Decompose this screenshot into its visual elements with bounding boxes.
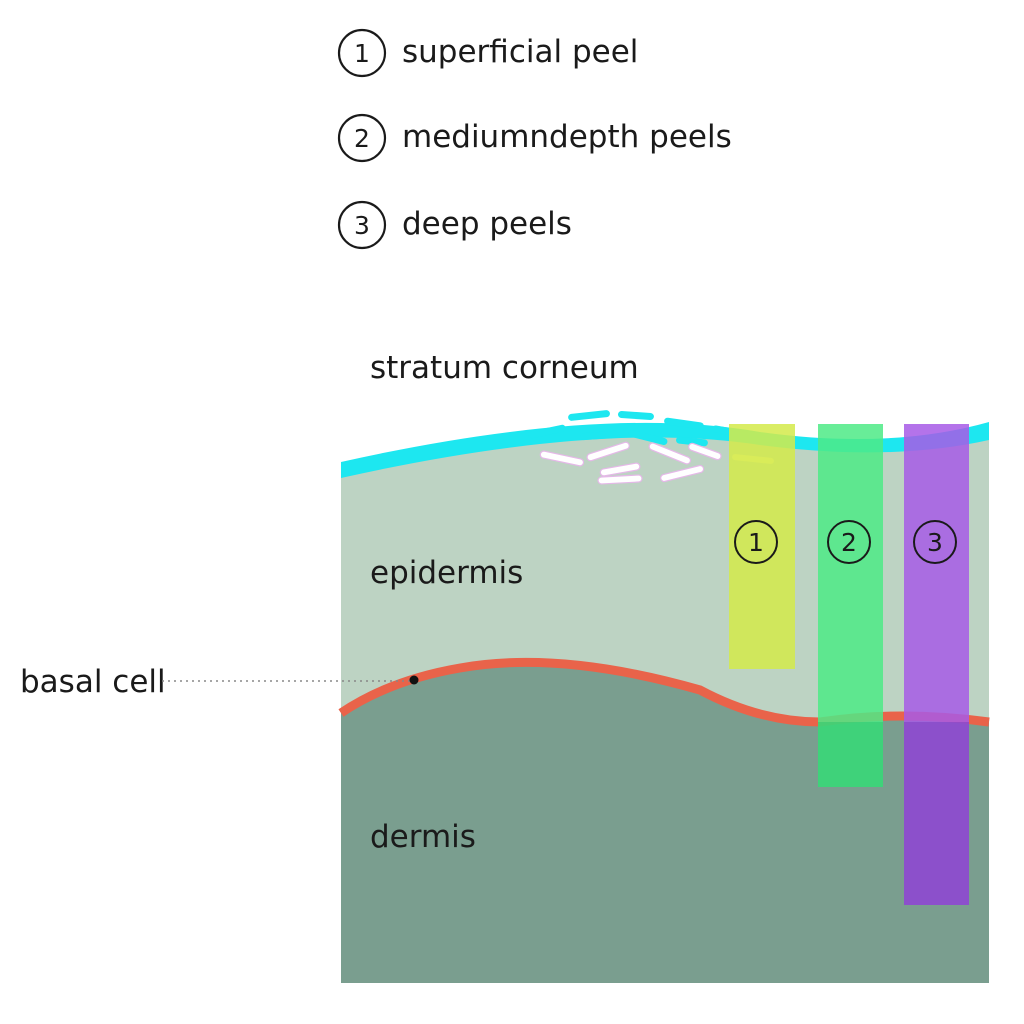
flake	[618, 410, 654, 421]
deep-peel-dermis-overlap	[904, 722, 969, 905]
legend-label: deep peels	[402, 206, 572, 242]
column-number: 3	[927, 528, 943, 557]
stratum-corneum-label: stratum corneum	[370, 350, 639, 386]
legend-number-circle	[337, 28, 387, 78]
column-number-circle	[734, 520, 778, 564]
legend-number: 3	[354, 211, 370, 240]
legend-item-1: 1 superficial peel	[337, 28, 638, 78]
column-number: 2	[841, 528, 857, 557]
medium-depth-peel-column	[818, 424, 883, 787]
legend-number: 1	[354, 39, 370, 68]
legend-item-3: 3 deep peels	[337, 200, 572, 250]
peel-depth-columns: 1 2 3	[729, 424, 969, 905]
legend-number-circle	[337, 113, 387, 163]
legend-number: 2	[354, 124, 370, 153]
flake	[664, 417, 704, 430]
skin-cross-section: 1 2 3 epidermis dermis	[338, 410, 990, 983]
flake	[628, 429, 668, 445]
basal-cell-dot	[409, 675, 419, 685]
column-number-circle	[827, 520, 871, 564]
legend-number-circle	[337, 200, 387, 250]
flake	[528, 424, 566, 439]
basal-cell-callout: basal cell	[20, 664, 419, 700]
flake	[580, 430, 618, 441]
flake	[688, 442, 722, 461]
legend-item-2: 2 mediumndepth peels	[337, 113, 732, 163]
superficial-peel-column	[729, 424, 795, 669]
dermis-label: dermis	[370, 819, 476, 855]
medium-peel-dermis-overlap	[818, 722, 883, 787]
basal-cell-label: basal cell	[20, 664, 166, 700]
legend-label: superficial peel	[402, 34, 638, 70]
epidermis-label: epidermis	[370, 555, 523, 591]
flake	[599, 462, 641, 477]
column-number: 1	[748, 528, 764, 557]
flake	[586, 441, 630, 462]
legend-label: mediumndepth peels	[402, 119, 732, 155]
column-number-circle	[913, 520, 957, 564]
flake	[597, 474, 643, 485]
legend: 1 superficial peel 2 mediumndepth peels …	[337, 28, 732, 250]
flake	[539, 450, 585, 467]
flake	[660, 464, 705, 483]
flake	[676, 436, 708, 447]
flake	[568, 410, 610, 421]
flake	[648, 442, 692, 465]
stratum-corneum-layer	[341, 422, 989, 478]
